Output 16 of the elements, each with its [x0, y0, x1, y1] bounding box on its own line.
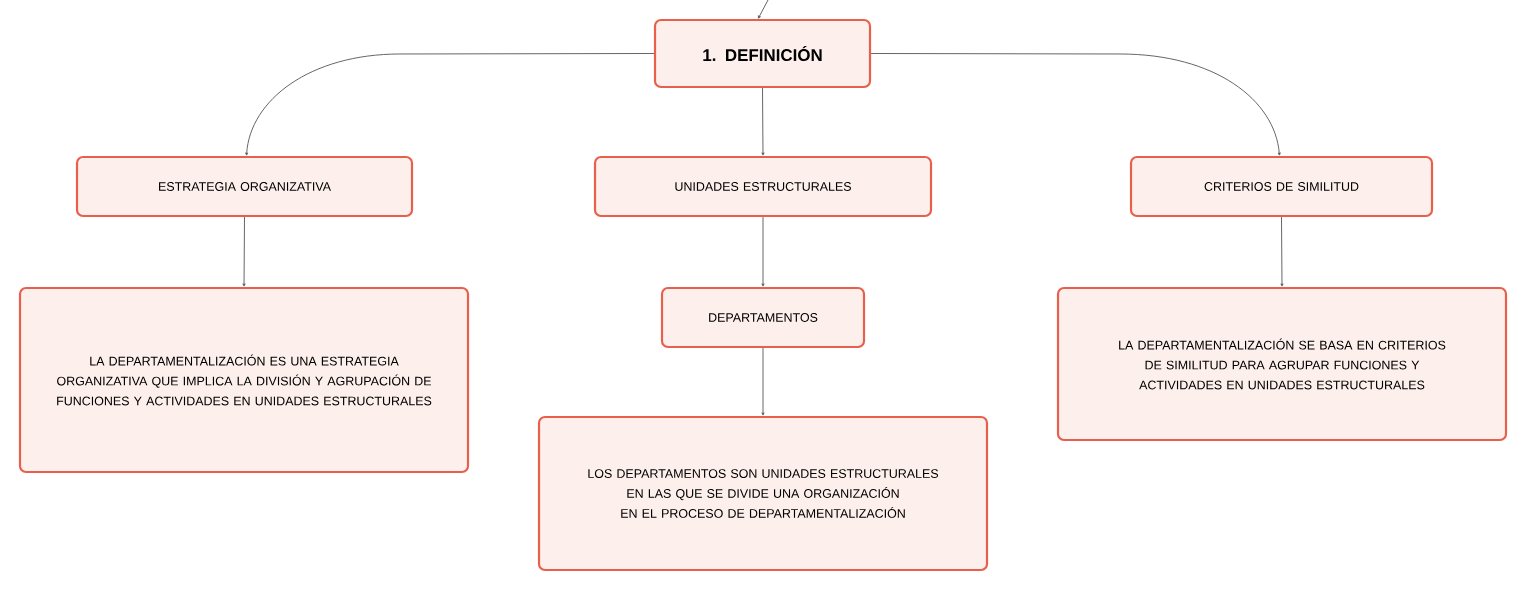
arrow	[758, 0, 769, 19]
arrow	[761, 347, 765, 416]
text-box: LOS DEPARTAMENTOS SON UNIDADES ESTRUCTURALES EN LAS QUE SE DIVIDE UNA ORGANIZACIÓN EN EL PROCESO DE DEPARTAMENTALIZACIÓN	[537, 415, 989, 572]
arrow	[761, 216, 765, 287]
arrow	[242, 216, 246, 287]
arrow	[761, 87, 765, 156]
arrow	[245, 53, 655, 156]
topic-box: DEPARTAMENTOS	[660, 286, 866, 349]
arrow	[870, 53, 1281, 156]
arrow	[1280, 216, 1284, 287]
text-box: LA DEPARTAMENTALIZACIÓN ES UNA ESTRATEGIA ORGANIZATIVA QUE IMPLICA LA DIVISIÓN Y AGRUPACIÓN DE FUNCIONES Y ACTIVIDADES EN UNIDADES ESTRUCTURALES	[18, 286, 470, 474]
title-box: 1. DEFINICIÓN	[653, 18, 872, 89]
topic-box: CRITERIOS DE SIMILITUD	[1129, 155, 1434, 218]
topic-box: ESTRATEGIA ORGANIZATIVA	[75, 155, 414, 218]
text-box: LA DEPARTAMENTALIZACIÓN SE BASA EN CRITERIOS DE SIMILITUD PARA AGRUPAR FUNCIONES Y ACTIVIDADES EN UNIDADES ESTRUCTURALES	[1056, 286, 1508, 442]
topic-box: UNIDADES ESTRUCTURALES	[593, 155, 933, 218]
